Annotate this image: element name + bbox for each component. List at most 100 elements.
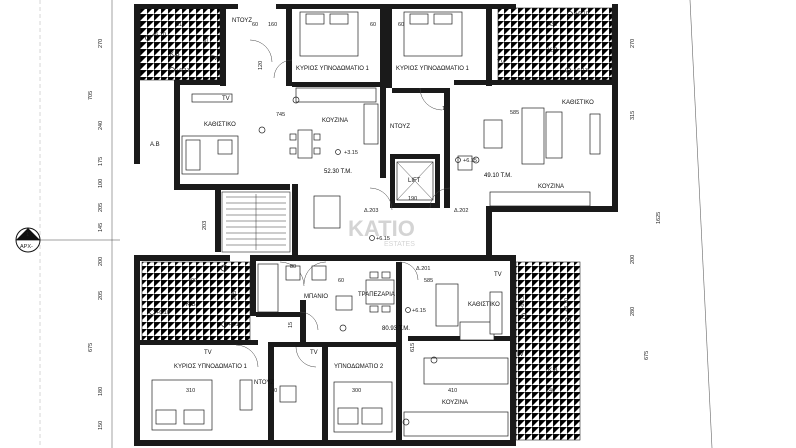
area-flat-left: 52.30 Τ.Μ. — [324, 169, 352, 175]
balcony-top-right — [497, 7, 613, 81]
section-marker-number: 1 — [26, 232, 29, 238]
dim-left-m: 150 — [98, 421, 104, 430]
level-bot-left-balcony-b: +6.13 — [228, 322, 242, 328]
dim-bot-j: 585 — [424, 278, 433, 284]
dim-left-h: 203 — [202, 221, 208, 230]
label-tv-4: TV — [494, 272, 502, 278]
dim-bot-g: 60 — [338, 278, 344, 284]
dim-top-c: 60 — [252, 22, 258, 28]
level-top-right-balcony: +6.10 — [575, 11, 589, 17]
label-kitchen-right: ΚΟΥΖΙΝΑ — [538, 184, 564, 190]
label-tv-2: TV — [497, 60, 505, 66]
label-kb-top-right: Κ.Β — [548, 48, 558, 54]
level-bot-left-balcony: +6.10 — [156, 310, 170, 316]
lift-label: LIFT — [408, 178, 421, 184]
dim-bot-i: 615 — [410, 343, 416, 352]
dim-left-b: 705 — [88, 91, 94, 100]
level-bot-flat: +6.15 — [412, 308, 426, 314]
dim-bot-l: 275 — [232, 291, 238, 300]
label-living-right: ΚΑΘΙΣΤΙΚΟ — [562, 100, 594, 106]
door-swings — [235, 39, 451, 368]
dim-top-j: 10 — [442, 106, 448, 112]
dim-top-f: 160 — [268, 22, 277, 28]
label-ab: A.B — [150, 142, 160, 148]
level-flat-left: +3.15 — [344, 150, 358, 156]
level-bot-right-balcony: +6.10 — [564, 298, 570, 312]
balcony-bot-right — [515, 261, 581, 441]
dim-right-d: 200 — [630, 255, 636, 264]
room-labels: ΝΤΟΥΖ ΚΥΡΙΟΣ ΥΠΝΟΔΩΜΑΤΙΟ 1 ΚΥΡΙΟΣ ΥΠΝΟΔΩ… — [150, 18, 594, 406]
dim-bot-h: 160 — [268, 388, 277, 394]
watermark-brand: KATIO — [348, 216, 415, 241]
furniture — [151, 11, 601, 437]
level-corridor: +6.15 — [376, 236, 390, 242]
level-bot-right-balcony-b: +6.13 — [520, 296, 526, 310]
dim-right-b: 315 — [630, 111, 636, 120]
label-kitchen-bot: ΚΟΥΖΙΝΑ — [442, 400, 468, 406]
dim-left-e: 100 — [98, 179, 104, 188]
label-kb-bot-right: Κ.Β — [548, 368, 558, 374]
dim-top-a: 315 — [176, 22, 185, 28]
label-master-bed-right: ΚΥΡΙΟΣ ΥΠΝΟΔΩΜΑΤΙΟ 1 — [396, 66, 470, 72]
apartment-203: Δ.203 — [364, 208, 378, 214]
dim-left-g: 145 — [98, 223, 104, 232]
level-labels: +6.10 +6.13 +6.10 +6.13 +3.15 +6.15 +6.1… — [152, 11, 589, 328]
label-ntouz-mid: ΝΤΟΥΖ — [390, 124, 410, 130]
level-flat-right: +6.15 — [463, 158, 477, 164]
area-flat-right: 49.10 Τ.Μ. — [484, 173, 512, 179]
dim-left-j: 205 — [98, 291, 104, 300]
dim-bot-k: 15 — [288, 322, 294, 328]
dim-left-k: 675 — [88, 343, 94, 352]
label-bath-bot: ΜΠΑΝΙΟ — [304, 294, 328, 300]
dim-bot-e: 240 — [546, 388, 555, 394]
dim-bot-b: 310 — [186, 388, 195, 394]
watermark-sub: ESTATES — [384, 241, 415, 248]
dim-left-d: 175 — [98, 157, 104, 166]
dim-left-f: 205 — [98, 203, 104, 212]
label-tv-6: TV — [204, 350, 212, 356]
apartment-201: Δ.201 — [416, 266, 430, 272]
area-labels: 52.30 Τ.Μ. 49.10 Τ.Μ. 80.93 Τ.Μ. — [324, 169, 512, 332]
dim-top-l: 190 — [408, 196, 417, 202]
level-markers — [145, 11, 573, 426]
balcony-bot-left — [141, 261, 251, 343]
dim-left-c: 240 — [98, 121, 104, 130]
dim-top-k: 585 — [510, 110, 519, 116]
dim-left-a: 270 — [98, 39, 104, 48]
level-top-left-balcony: +6.10 — [152, 32, 166, 38]
site-boundary — [30, 0, 713, 448]
dim-right-a: 270 — [630, 39, 636, 48]
label-ntouz-bot: ΝΤΟΥΖ — [254, 380, 274, 386]
dim-top-e: 60 — [398, 22, 404, 28]
label-master-bed-left: ΚΥΡΙΟΣ ΥΠΝΟΔΩΜΑΤΙΟ 1 — [296, 66, 370, 72]
dim-top-d: 60 — [370, 22, 376, 28]
label-master-bed-bot: ΚΥΡΙΟΣ ΥΠΝΟΔΩΜΑΤΙΟ 1 — [174, 364, 248, 370]
label-tv-5: TV — [516, 352, 524, 358]
dim-bot-c: 300 — [352, 388, 361, 394]
label-kitchen-left: ΚΟΥΖΙΝΑ — [322, 118, 348, 124]
label-living-bot: ΚΑΘΙΣΤΙΚΟ — [468, 302, 500, 308]
label-tv-1: TV — [222, 96, 230, 102]
label-bed2-bot: ΥΠΝΟΔΩΜΑΤΙΟ 2 — [334, 364, 384, 370]
dim-right-e: 280 — [630, 307, 636, 316]
section-marker: 1 ΑΡΧ- — [15, 227, 41, 253]
apartment-202: Δ.202 — [454, 208, 468, 214]
level-top-right-balcony-b: +6.13 — [574, 68, 588, 74]
label-kb-top-left: Κ.Β — [170, 52, 180, 58]
dim-top-b: 435 — [548, 22, 557, 28]
dim-top-i: 745 — [276, 112, 285, 118]
dim-bot-a: 400 — [188, 278, 197, 284]
area-flat-bottom: 80.93 Τ.Μ. — [382, 326, 410, 332]
lift: LIFT — [396, 161, 434, 201]
dim-top-h: 25 — [204, 38, 210, 44]
level-top-left-balcony-b: +6.13 — [176, 68, 190, 74]
dim-left-l: 180 — [98, 387, 104, 396]
staircase — [221, 191, 291, 253]
label-living-left: ΚΑΘΙΣΤΙΚΟ — [204, 122, 236, 128]
label-kb-bot-left: Κ.Β — [186, 302, 196, 308]
label-dining-bot: ΤΡΑΠΕΖΑΡΙΑ — [358, 292, 395, 298]
dim-bot-d: 410 — [448, 388, 457, 394]
balcony-top-left — [139, 7, 221, 81]
label-tv-3: TV — [210, 56, 218, 62]
